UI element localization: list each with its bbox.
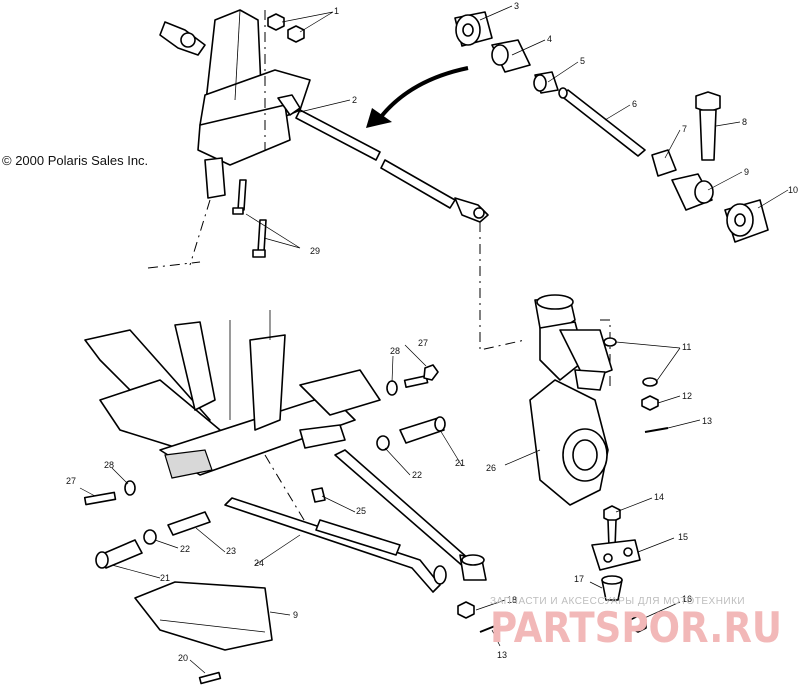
callout-27-upper: 27 — [418, 338, 428, 348]
callout-7: 7 — [682, 124, 687, 134]
bushing-10 — [724, 199, 769, 243]
bolt-27-upper — [403, 364, 439, 388]
leader-lines — [79, 5, 789, 674]
callout-29: 29 — [310, 246, 320, 256]
washer-28-upper — [386, 380, 398, 396]
washer-22-lower — [143, 529, 157, 545]
bolt-20 — [198, 671, 222, 685]
bushing-21-upper — [399, 416, 446, 444]
ball-joint-17 — [601, 575, 623, 601]
callout-12: 12 — [682, 391, 692, 401]
callout-20: 20 — [178, 653, 188, 663]
callout-9: 9 — [744, 167, 749, 177]
sleeve-6 — [558, 87, 646, 157]
callout-11: 11 — [682, 342, 691, 352]
callout-16: 16 — [682, 594, 692, 604]
callout-21-lower: 21 — [160, 573, 170, 583]
tie-rod-end-left — [159, 21, 206, 56]
callout-13-lower: 13 — [497, 650, 507, 660]
watermark-logo: PARTSPOR.RU — [490, 603, 782, 652]
washer-28-lower — [124, 480, 136, 496]
steering-post — [147, 9, 311, 269]
cotter-pin-13b — [479, 623, 501, 633]
callout-22-lower: 22 — [180, 544, 190, 554]
spacer-7 — [651, 149, 677, 177]
watermark-tagline: ЗАПЧАСТИ И АКСЕССУАРЫ ДЛЯ МОТОТЕХНИКИ — [490, 596, 745, 607]
callout-4: 4 — [547, 34, 552, 44]
washer-22-upper — [376, 435, 390, 451]
callout-25: 25 — [356, 506, 366, 516]
callout-9-lower: 9 — [293, 610, 298, 620]
plate-15 — [591, 539, 641, 571]
bushing-21-lower — [95, 539, 143, 569]
cotter-pin-13a — [644, 427, 669, 433]
callout-23: 23 — [226, 546, 236, 556]
callout-26: 26 — [486, 463, 496, 473]
callout-28-upper: 28 — [390, 346, 400, 356]
bushing-4 — [491, 39, 531, 73]
callout-22-upper: 22 — [412, 470, 422, 480]
washer-11a — [603, 337, 617, 347]
callout-1: 1 — [334, 6, 339, 16]
a-arm — [224, 449, 487, 593]
grease-fitting-25 — [311, 487, 326, 503]
nut-16 — [629, 615, 647, 633]
mounting-bolts — [232, 179, 267, 258]
tie-rod — [277, 94, 489, 223]
a-arm-guard — [134, 581, 273, 651]
callout-10: 10 — [788, 185, 798, 195]
spindle-knuckle — [529, 294, 613, 506]
bolt-27-lower — [83, 491, 117, 506]
callout-13-upper: 13 — [702, 416, 712, 426]
callout-5: 5 — [580, 56, 585, 66]
spacer-5 — [533, 71, 559, 94]
callout-24: 24 — [254, 558, 264, 568]
bushing-9 — [671, 173, 714, 211]
callout-28-lower: 28 — [104, 460, 114, 470]
callout-2: 2 — [352, 95, 357, 105]
sleeve-23 — [167, 511, 211, 536]
callout-3: 3 — [514, 1, 519, 11]
direction-arrow — [366, 66, 469, 128]
callout-17: 17 — [574, 574, 584, 584]
callout-8: 8 — [742, 117, 747, 127]
callout-15: 15 — [678, 532, 688, 542]
callout-18: 18 — [507, 595, 517, 605]
copyright-notice: © 2000 Polaris Sales Inc. — [2, 153, 148, 168]
bolt-14 — [603, 505, 621, 549]
bolt-8 — [695, 91, 721, 161]
nut-18 — [457, 601, 475, 619]
nut-12 — [641, 395, 659, 411]
watermark: ЗАПЧАСТИ И АКСЕССУАРЫ ДЛЯ МОТОТЕХНИКИ PA… — [490, 596, 782, 652]
washer-11b — [642, 377, 658, 387]
callout-14: 14 — [654, 492, 664, 502]
nut-pair — [267, 13, 305, 43]
bushing-3 — [454, 11, 493, 47]
callout-27-lower: 27 — [66, 476, 76, 486]
callout-labels: 1 2 3 4 5 6 7 8 9 10 11 12 13 14 15 16 1… — [66, 1, 798, 663]
frame — [84, 310, 381, 531]
callout-21-upper: 21 — [455, 458, 465, 468]
callout-6: 6 — [632, 99, 637, 109]
